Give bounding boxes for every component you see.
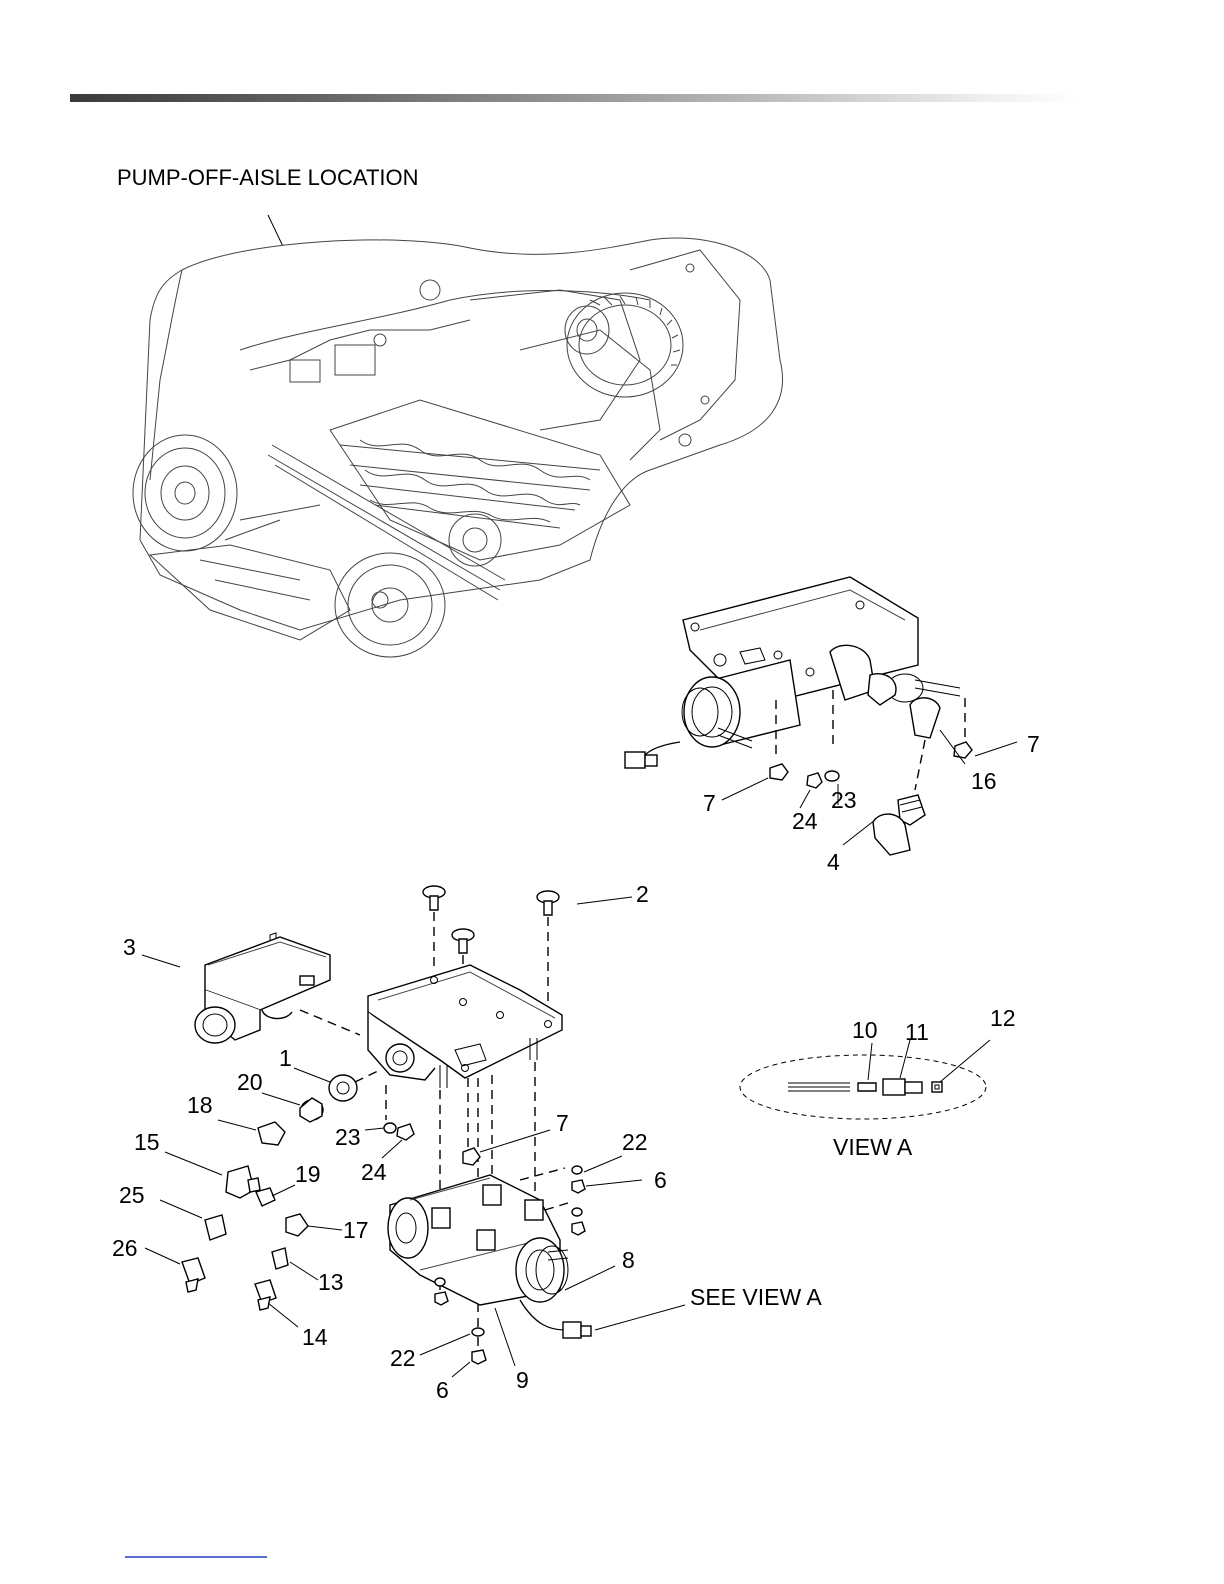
callout-15: 15 — [134, 1129, 160, 1155]
callout-17: 17 — [343, 1217, 369, 1243]
callout-7: 7 — [556, 1110, 569, 1136]
callout-12: 12 — [990, 1005, 1016, 1031]
footer-link-underline — [125, 1556, 267, 1558]
carriage-bolts — [423, 886, 559, 953]
callout-22: 22 — [622, 1129, 648, 1155]
location-heading: PUMP-OFF-AISLE LOCATION — [117, 165, 419, 190]
callout-4: 4 — [827, 849, 840, 875]
callout-1: 1 — [279, 1045, 292, 1071]
callout-10: 10 — [852, 1017, 878, 1043]
view-a-inset — [740, 1055, 986, 1119]
see-view-a-label: SEE VIEW A — [690, 1284, 822, 1310]
callout-24: 24 — [361, 1159, 387, 1185]
callout-25: 25 — [119, 1182, 145, 1208]
callout-13: 13 — [318, 1269, 344, 1295]
callout-23: 23 — [335, 1124, 361, 1150]
callout-23: 23 — [831, 787, 857, 813]
pump-shroud — [195, 933, 330, 1043]
callout-19: 19 — [295, 1161, 321, 1187]
callout-24: 24 — [792, 808, 818, 834]
callout-6: 6 — [654, 1167, 667, 1193]
pump-exploded-assembly — [182, 886, 591, 1364]
callout-2: 2 — [636, 881, 649, 907]
callout-22: 22 — [390, 1345, 416, 1371]
pump-body — [388, 1175, 591, 1338]
callout-8: 8 — [622, 1247, 635, 1273]
callout-7: 7 — [703, 790, 716, 816]
callout-18: 18 — [187, 1092, 213, 1118]
callout-6: 6 — [436, 1377, 449, 1403]
view-a-label: VIEW A — [833, 1134, 913, 1160]
machine-overview-illustration — [133, 238, 783, 657]
callout-14: 14 — [302, 1324, 328, 1350]
callout-11: 11 — [905, 1019, 929, 1045]
callout-26: 26 — [112, 1235, 138, 1261]
callout-7: 7 — [1027, 731, 1040, 757]
callout-9: 9 — [516, 1367, 529, 1393]
callout-20: 20 — [237, 1069, 263, 1095]
callout-16: 16 — [971, 768, 997, 794]
callout-3: 3 — [123, 934, 136, 960]
